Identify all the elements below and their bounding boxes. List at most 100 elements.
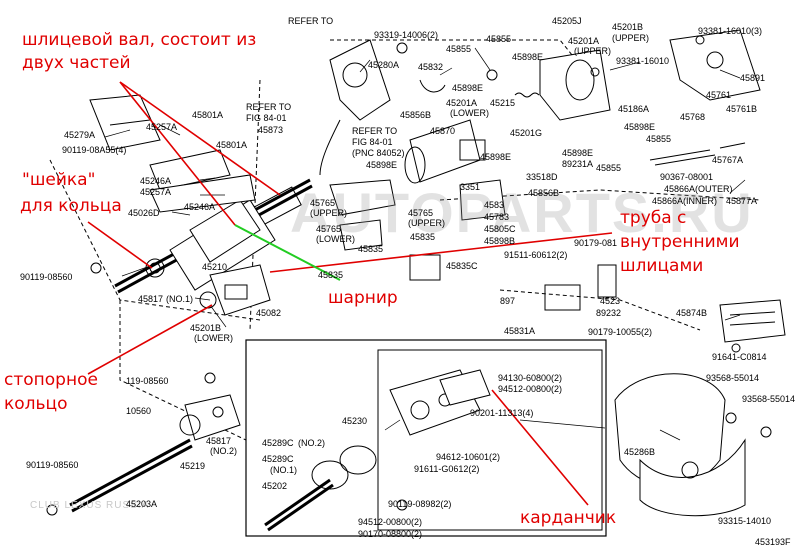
- part-label: 45257A: [140, 187, 172, 197]
- lock-body: [459, 179, 506, 221]
- part-label: 45855: [596, 163, 622, 173]
- part-label: 45832: [418, 62, 444, 72]
- watermark: AUTOPARTS.RU: [290, 181, 754, 244]
- part-label: 45866A(INNER): [652, 196, 718, 206]
- inset-frame-inner: [377, 349, 603, 531]
- wire-harness: [319, 119, 341, 176]
- part-label: 45205J: [552, 16, 582, 26]
- part-label: 45856B: [400, 110, 432, 120]
- part-label: 90179-081: [574, 238, 618, 248]
- watermark-sub: CLUB LEXUS RUSSIA: [30, 500, 150, 511]
- part-label: 90119-08560: [26, 460, 79, 470]
- part-label: 45805C: [484, 224, 516, 234]
- part-label: 90170-08800(2): [358, 529, 423, 539]
- part-label: 94512-00800(2): [498, 384, 563, 394]
- refer-label: REFER TO: [288, 16, 334, 26]
- part-label: 45898E: [512, 52, 544, 62]
- refer-label: REFER TO: [352, 126, 398, 136]
- part-label: 45898E: [562, 148, 594, 158]
- part-label: 45761B: [726, 104, 758, 114]
- part-label: 90179-10055(2): [588, 327, 653, 337]
- refer-label: FIG 84-01: [352, 137, 393, 147]
- part-label: 45767A: [712, 155, 744, 165]
- part-label: 45280A: [368, 60, 400, 70]
- spring-45767a: [649, 149, 716, 166]
- figure-code: 453193F: [755, 537, 791, 547]
- part-label: 119-08560: [126, 376, 169, 386]
- part-label: 45246A: [184, 202, 216, 212]
- cardan-joint: [389, 369, 491, 436]
- lower-bracket: [209, 264, 271, 316]
- boot-cover: [264, 445, 377, 532]
- bracket-45835c: [409, 254, 441, 281]
- part-label: (NO.2): [298, 438, 325, 448]
- part-label: 45202: [262, 481, 288, 491]
- part-label: 45870: [430, 126, 456, 136]
- part-label: 45817: [206, 436, 232, 446]
- annotation-ring-neck-2: для кольца: [20, 196, 122, 216]
- part-label: 45783: [484, 212, 510, 222]
- part-label: 45874B: [676, 308, 708, 318]
- part-label: 45201A: [446, 98, 478, 108]
- part-label: 45219: [180, 461, 206, 471]
- inset-frame-outer: [245, 339, 607, 537]
- part-label: 45831A: [504, 326, 536, 336]
- part-label: 94512-00800(2): [358, 517, 423, 527]
- part-label: 45257A: [146, 122, 178, 132]
- part-label: 45898E: [624, 122, 656, 132]
- annotation-retaining-ring-1: стопорное: [4, 370, 98, 390]
- spring-45215: [514, 92, 540, 98]
- refer-label: FIG 84-01: [246, 113, 287, 123]
- part-label: 94612-10601(2): [436, 452, 501, 462]
- part-label: 45835C: [446, 261, 478, 271]
- annotation-lines: [87, 81, 613, 506]
- part-label: 45835: [318, 270, 344, 280]
- part-label: 93381-16010: [616, 56, 670, 66]
- lower-cover-45286b: [614, 373, 746, 517]
- part-label: (NO.2): [210, 446, 237, 456]
- part-label: 45835: [410, 232, 436, 242]
- part-label: 45186A: [618, 104, 650, 114]
- part-label: 45898E: [480, 152, 512, 162]
- switch-89232: [544, 264, 617, 311]
- part-label: 45289C: [262, 454, 294, 464]
- part-label: (UPPER): [574, 46, 612, 56]
- part-label: 45898E: [366, 160, 398, 170]
- annotation-hinge: шарнир: [328, 288, 398, 308]
- part-label: 45835: [358, 244, 384, 254]
- part-label: 45855: [646, 134, 672, 144]
- part-label: 94130-60800(2): [498, 373, 563, 383]
- annotation-tube-1: труба с: [620, 208, 687, 228]
- switch-body: [539, 49, 611, 121]
- part-label: 4523: [600, 296, 621, 306]
- part-label: 91511-60612(2): [504, 250, 568, 260]
- part-label: 45215: [490, 98, 516, 108]
- lever-bracket: [329, 179, 396, 251]
- part-label: 45898E: [452, 83, 484, 93]
- part-label: 45801A: [192, 110, 224, 120]
- part-label: 90119-08982(2): [388, 499, 452, 509]
- annotation-spline-shaft: шлицевой вал, состоит из двух частей: [22, 30, 257, 73]
- part-label: 45855: [446, 44, 472, 54]
- part-label: 45817: [138, 294, 164, 304]
- part-label: 91641-C0814: [712, 352, 767, 362]
- part-label: 4583: [484, 200, 505, 210]
- part-label: 90119-08560: [20, 272, 73, 282]
- part-label: 45855: [486, 34, 512, 44]
- part-label: 45201B: [612, 22, 644, 32]
- part-label: 45246A: [140, 176, 172, 186]
- part-label: 10560: [126, 406, 152, 416]
- part-label: 45286B: [624, 447, 656, 457]
- part-label: (UPPER): [408, 218, 446, 228]
- refer-label: REFER TO: [246, 102, 292, 112]
- part-label: 45801A: [216, 140, 248, 150]
- part-label: 91611-G0612(2): [414, 464, 480, 474]
- annotation-cardan: карданчик: [520, 508, 617, 528]
- part-label: 93568-55014: [706, 373, 760, 383]
- part-label: (LOWER): [316, 234, 355, 244]
- part-label: 90201-11313(4): [470, 408, 534, 418]
- part-label: 45279A: [64, 130, 96, 140]
- part-label: 45289C: [262, 438, 294, 448]
